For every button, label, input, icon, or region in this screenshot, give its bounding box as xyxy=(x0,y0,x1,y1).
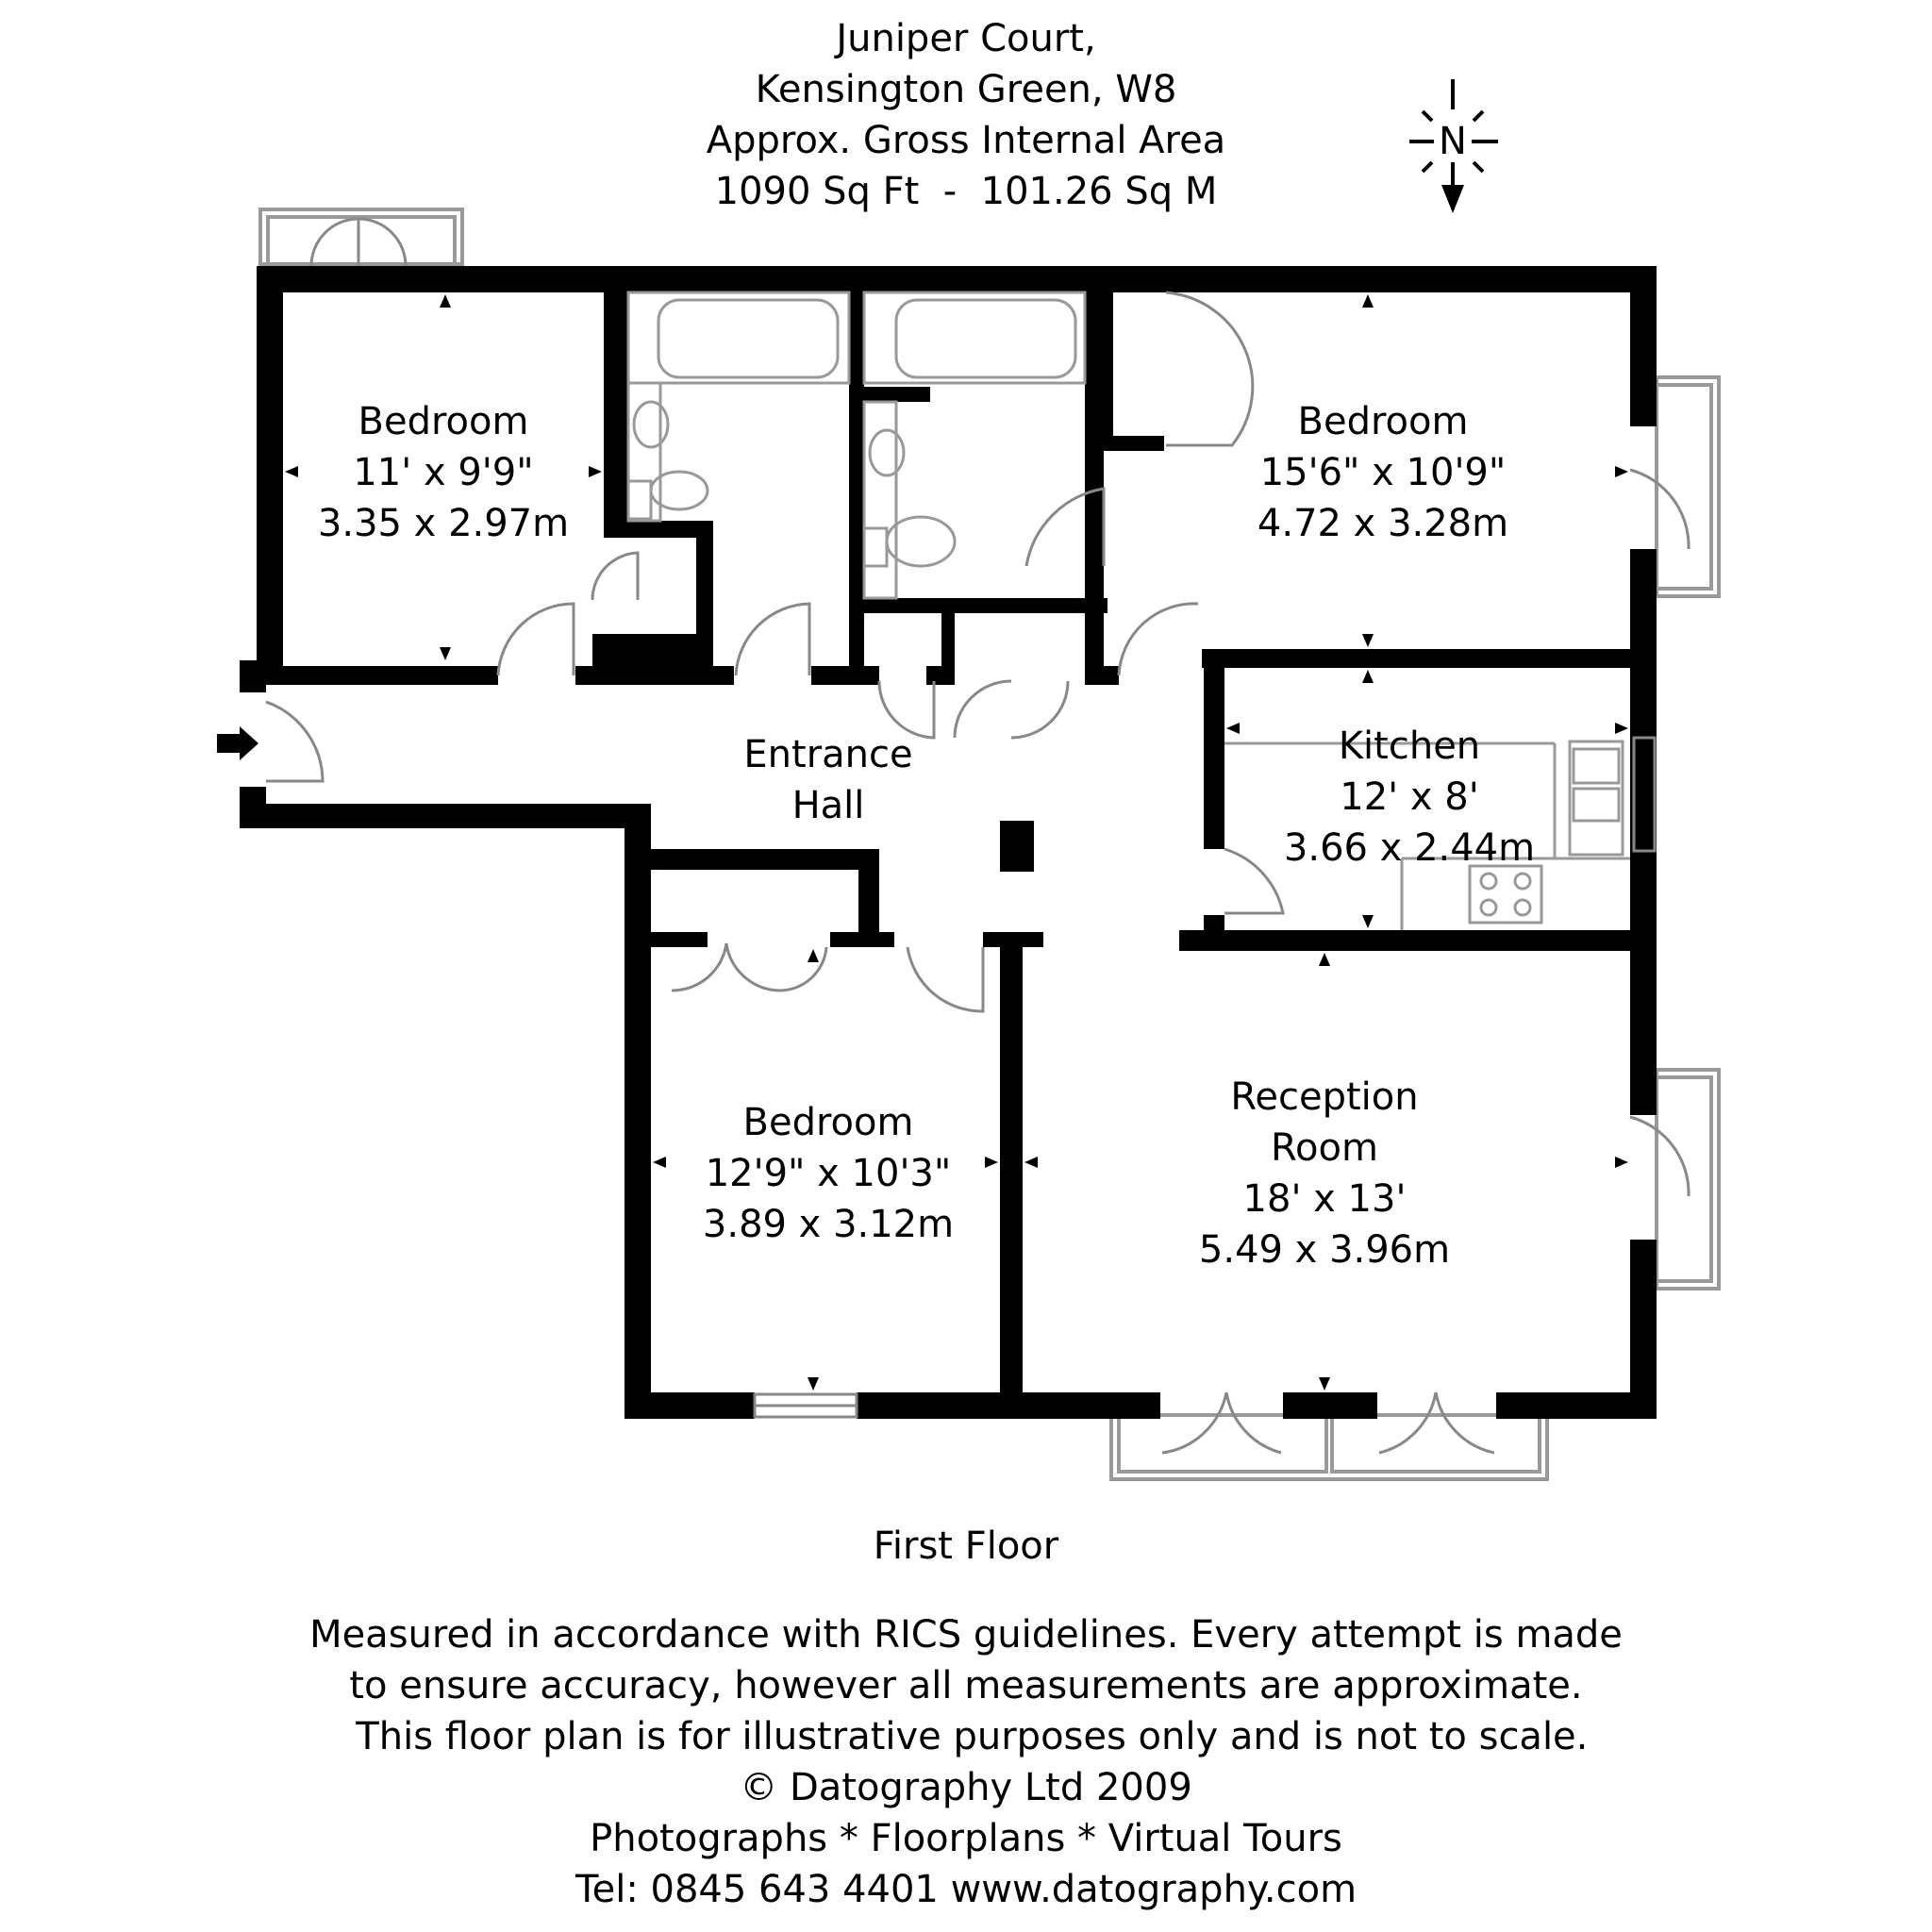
footer-copyright: © Datography Ltd 2009 xyxy=(740,1766,1192,1809)
room-size-imperial: 15'6" x 10'9" xyxy=(1259,451,1507,494)
room-size-imperial: 11' x 9'9" xyxy=(353,451,534,494)
footer-services: Photographs * Floorplans * Virtual Tours xyxy=(590,1817,1342,1860)
dimension-markers xyxy=(285,294,1628,1391)
room-name: Kitchen xyxy=(1338,724,1481,768)
room-size-metric: 3.35 x 2.97m xyxy=(317,502,570,545)
room-name: Bedroom xyxy=(358,400,529,443)
room-size-imperial: 18' x 13' xyxy=(1242,1177,1407,1221)
room-name: Bedroom xyxy=(1297,400,1469,443)
header-line-4: 1090 Sq Ft - 101.26 Sq M xyxy=(714,170,1218,213)
compass-label: N xyxy=(1439,120,1467,163)
room-size-imperial: 12' x 8' xyxy=(1340,775,1479,819)
footer-line-2: to ensure accuracy, however all measurem… xyxy=(349,1664,1583,1707)
footer-line-3: This floor plan is for illustrative purp… xyxy=(343,1715,1589,1758)
room-size-metric: 3.66 x 2.44m xyxy=(1283,826,1536,870)
header-line-1: Juniper Court, xyxy=(836,17,1096,60)
room-name-line-1: Entrance xyxy=(743,733,913,776)
room-name-line-2: Hall xyxy=(791,784,865,827)
room-name: Bedroom xyxy=(742,1101,914,1144)
room-label-reception: Reception Room 18' x 13' 5.49 x 3.96m xyxy=(1199,1072,1450,1275)
room-size-metric: 5.49 x 3.96m xyxy=(1198,1228,1451,1272)
bathroom-fixtures xyxy=(626,291,1087,600)
room-size-metric: 3.89 x 3.12m xyxy=(702,1203,955,1246)
room-label-kitchen: Kitchen 12' x 8' 3.66 x 2.44m xyxy=(1284,721,1535,874)
room-label-bedroom-s: Bedroom 12'9" x 10'3" 3.89 x 3.12m xyxy=(703,1097,954,1250)
entrance-arrow-icon xyxy=(217,726,258,760)
footer-contact: Tel: 0845 643 4401 www.datography.com xyxy=(575,1868,1357,1911)
windows xyxy=(753,736,1657,1419)
footer-line-1: Measured in accordance with RICS guideli… xyxy=(309,1613,1623,1657)
room-name-line-2: Room xyxy=(1271,1126,1378,1170)
compass-icon xyxy=(1409,79,1498,213)
room-size-metric: 4.72 x 3.28m xyxy=(1257,502,1509,545)
door-swings xyxy=(265,217,1690,1455)
floor-label: First Floor xyxy=(873,1524,1059,1568)
header-line-2: Kensington Green, W8 xyxy=(755,68,1177,111)
header-line-3: Approx. Gross Internal Area xyxy=(706,119,1226,162)
room-size-imperial: 12'9" x 10'3" xyxy=(705,1152,952,1195)
walls xyxy=(240,266,1657,1419)
kitchen-units xyxy=(1224,740,1630,930)
room-label-bedroom-nw: Bedroom 11' x 9'9" 3.35 x 2.97m xyxy=(318,396,569,549)
room-label-bedroom-ne: Bedroom 15'6" x 10'9" 4.72 x 3.28m xyxy=(1257,396,1508,549)
room-name-line-1: Reception xyxy=(1230,1075,1419,1119)
room-label-entrance-hall: Entrance Hall xyxy=(743,729,912,831)
